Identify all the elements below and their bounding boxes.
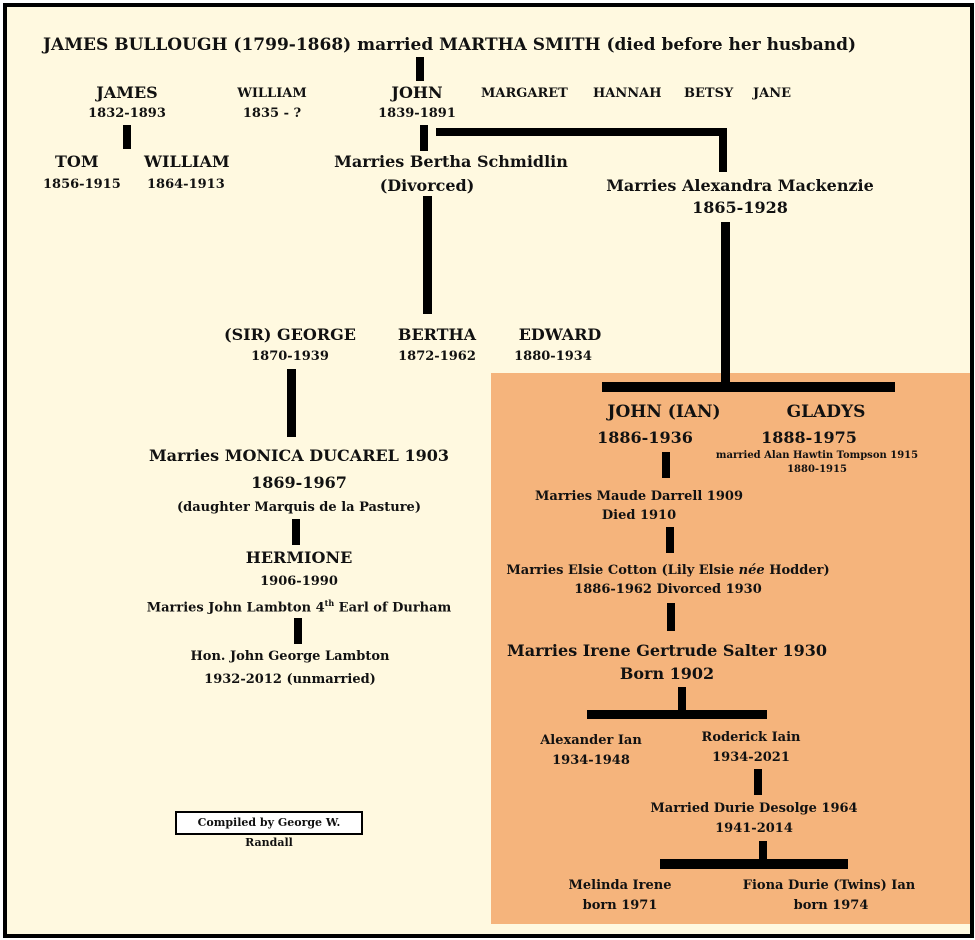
connector-john-second-v	[719, 128, 727, 172]
gladys-spouse-dates: 1880-1915	[787, 464, 847, 475]
bertha-dates: 1872-1962	[398, 349, 476, 364]
melinda-dates: born 1971	[582, 898, 658, 913]
hannah-name: HANNAH	[593, 86, 662, 101]
connector-john-first	[420, 125, 428, 151]
tom-name: TOM	[55, 152, 99, 171]
george-dates: 1870-1939	[251, 349, 329, 364]
connector-hermione	[292, 519, 300, 545]
ian-marriage-2: Marries Elsie Cotton (Lily Elsie née Hod…	[506, 563, 830, 578]
fiona-ian-name: Fiona Durie (Twins) Ian	[742, 878, 916, 893]
ian-marriage-1: Marries Maude Darrell 1909	[535, 489, 743, 504]
ian-marriage-3: Marries Irene Gertrude Salter 1930	[506, 641, 828, 660]
connector-roderick-marriage	[754, 769, 762, 795]
ian-marriage-1-note: Died 1910	[601, 508, 677, 523]
second-marriage: Marries Alexandra Mackenzie	[606, 176, 874, 195]
family-tree-diagram: JAMES BULLOUGH (1799-1868) married MARTH…	[3, 3, 974, 938]
margaret-name: MARGARET	[481, 86, 568, 101]
william-name: WILLIAM	[237, 86, 307, 101]
ian-marriage-3-note: Born 1902	[619, 664, 715, 683]
john-name: JOHN	[391, 83, 443, 102]
bertha-name: BERTHA	[397, 325, 477, 344]
connector-grandson	[294, 618, 302, 644]
william-jr-dates: 1864-1913	[147, 177, 225, 192]
roderick-marriage: Married Durie Desolge 1964	[650, 801, 858, 816]
edward-dates: 1880-1934	[514, 349, 592, 364]
first-marriage: Marries Bertha Schmidlin	[334, 152, 568, 171]
connector-twins-v	[759, 841, 767, 865]
founding-couple: JAMES BULLOUGH (1799-1868) married MARTH…	[43, 35, 857, 55]
compiler-credit: Compiled by George W. Randall	[175, 811, 363, 849]
connector-founder-john	[416, 57, 424, 81]
connector-m3-children-v	[678, 687, 686, 713]
alexander-name: Alexander Ian	[540, 733, 642, 748]
connector-m3-children-h	[587, 710, 767, 719]
gladys-dates: 1888-1975	[761, 428, 857, 447]
melinda-name: Melinda Irene	[568, 878, 672, 893]
connector-james-children	[123, 125, 131, 149]
connector-second-children	[721, 222, 730, 382]
connector-george-marriage	[287, 369, 296, 437]
george-marriage: Marries MONICA DUCAREL 1903	[148, 446, 450, 465]
connector-john-second-h	[436, 128, 723, 136]
ian-dates: 1886-1936	[597, 428, 693, 447]
tom-dates: 1856-1915	[43, 177, 121, 192]
alexander-dates: 1934-1948	[552, 753, 630, 768]
william-jr-name: WILLIAM	[144, 152, 230, 171]
connector-ian-m3	[667, 603, 675, 631]
connector-ian-gladys	[602, 382, 895, 392]
highlight-panel-second-marriage	[491, 373, 970, 924]
jane-name: JANE	[753, 86, 792, 101]
gladys-married: married Alan Hawtin Tompson 1915	[715, 450, 919, 461]
roderick-name: Roderick Iain	[701, 730, 801, 745]
monica-note: (daughter Marquis de la Pasture)	[177, 500, 421, 515]
john-dates: 1839-1891	[378, 106, 456, 121]
roderick-dates: 1934-2021	[712, 750, 790, 765]
connector-ian-m2	[666, 527, 674, 553]
grandson-dates: 1932-2012 (unmarried)	[204, 672, 376, 687]
first-marriage-status: (Divorced)	[379, 176, 475, 195]
connector-twins-h	[660, 859, 848, 869]
george-name: (SIR) GEORGE	[224, 325, 356, 344]
hermione-name: HERMIONE	[245, 548, 353, 567]
betsy-name: BETSY	[684, 86, 734, 101]
connector-first-children	[423, 196, 432, 314]
fiona-ian-dates: born 1974	[793, 898, 869, 913]
william-dates: 1835 - ?	[242, 106, 302, 121]
gladys-name: GLADYS	[786, 402, 866, 422]
monica-dates: 1869-1967	[251, 473, 347, 492]
hermione-dates: 1906-1990	[260, 574, 338, 589]
edward-name: EDWARD	[518, 325, 602, 344]
hermione-marriage: Marries John Lambton 4th Earl of Durham	[146, 598, 452, 616]
james-dates: 1832-1893	[88, 106, 166, 121]
second-marriage-dates: 1865-1928	[692, 198, 788, 217]
ian-marriage-2-note: 1886-1962 Divorced 1930	[574, 582, 762, 597]
roderick-marriage-dates: 1941-2014	[715, 821, 793, 836]
james-name: JAMES	[96, 83, 158, 102]
connector-ian-m1	[662, 452, 670, 478]
grandson-name: Hon. John George Lambton	[190, 649, 390, 664]
ian-name: JOHN (IAN)	[607, 402, 721, 422]
